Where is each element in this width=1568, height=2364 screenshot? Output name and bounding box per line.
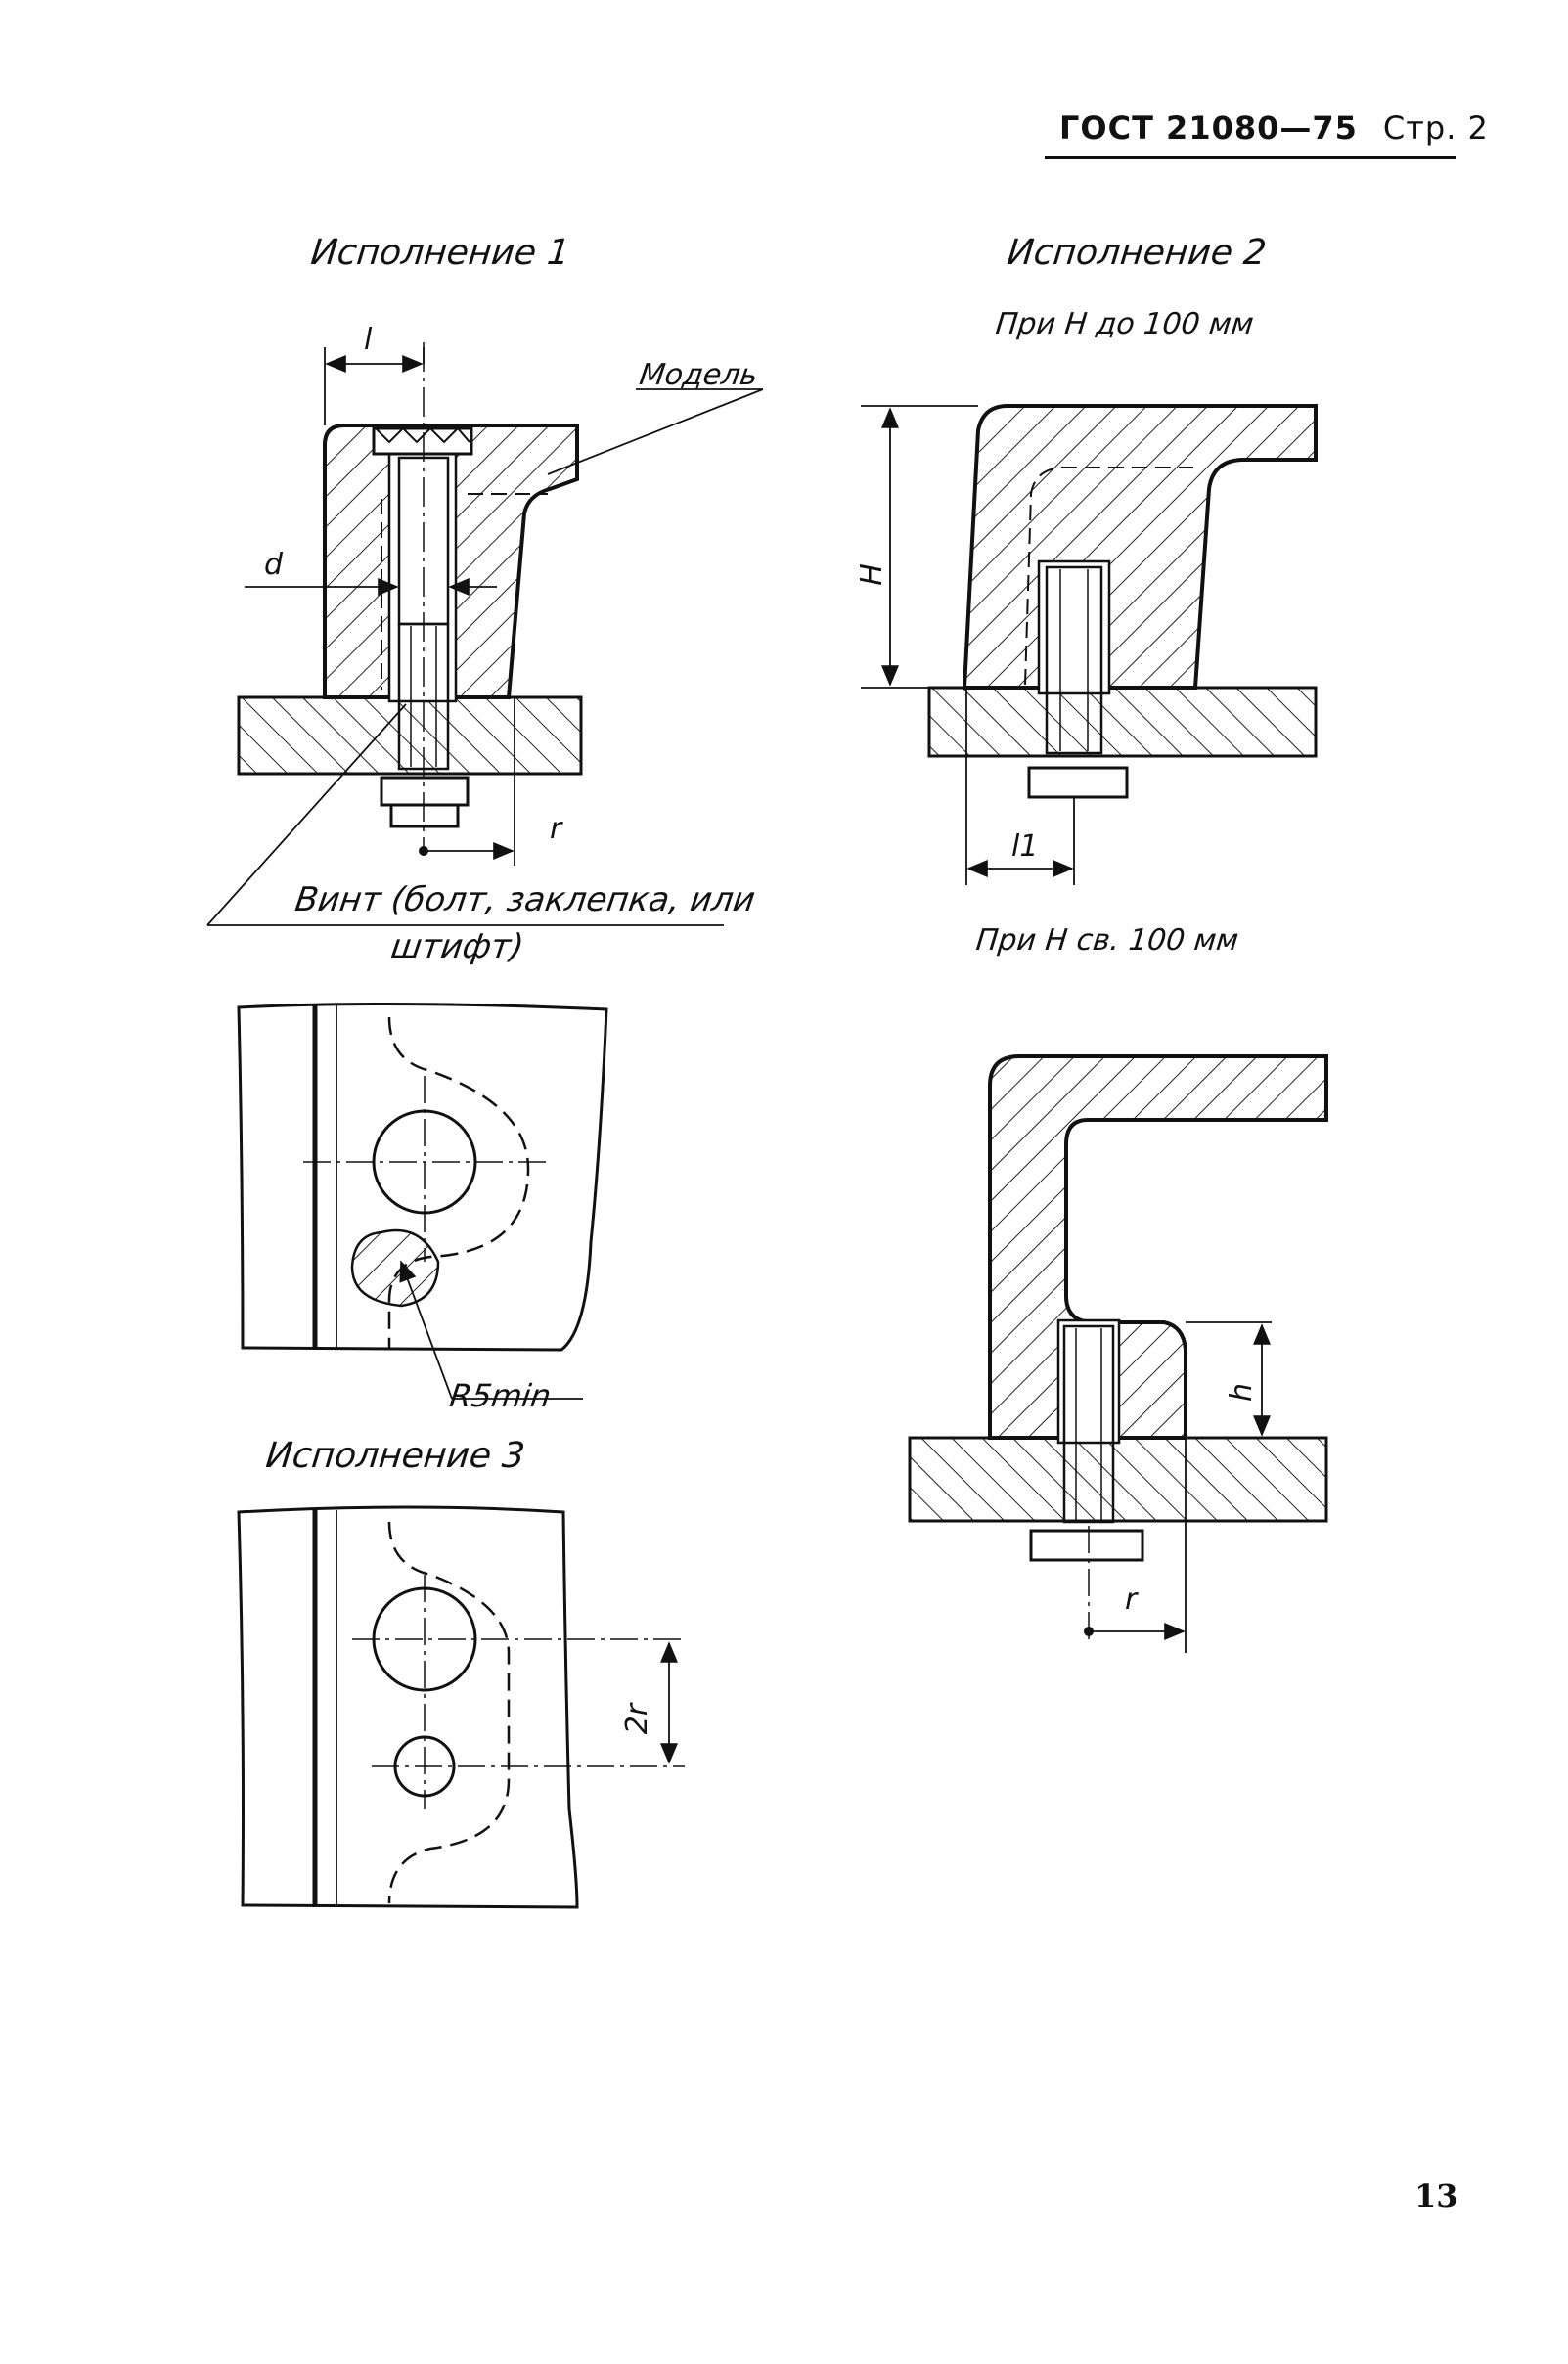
variant-3-plan (237, 1505, 685, 1909)
header-rule (1045, 156, 1456, 159)
variant-1-plan (237, 1002, 608, 1400)
base-plate-v1 (237, 695, 583, 776)
base-plate-v2a (927, 686, 1318, 758)
nut-v2b (1029, 1529, 1144, 1562)
screw-v2b (1062, 1324, 1115, 1524)
model-body-v2b (988, 1054, 1328, 1440)
dim-r-label-v1: r (550, 812, 562, 846)
variant-2-small-section (861, 404, 1318, 885)
screw-v2a (1045, 565, 1103, 755)
model-body-v2a (962, 404, 1318, 690)
dim-l1-label: l1 (1011, 829, 1039, 864)
standard-number: ГОСТ 21080—75 (1059, 110, 1358, 147)
page-number: 13 (1414, 2177, 1458, 2214)
screw-head-v1 (372, 426, 473, 456)
dim-l-label: l (364, 323, 373, 357)
plan-outline-v1 (237, 1002, 608, 1352)
dim-d-label: d (264, 548, 284, 582)
nut-v2a (1027, 766, 1129, 799)
nut-v1 (380, 776, 470, 807)
page-reference: Стр. 2 (1382, 110, 1489, 147)
variant-2-large-section (908, 1054, 1328, 1653)
plan-outline-v3 (237, 1505, 579, 1909)
base-plate-v2b (908, 1436, 1328, 1523)
page-header: ГОСТ 21080—75 Стр. 2 (1059, 110, 1489, 147)
variant-1-section (206, 342, 764, 926)
dim-r-label-v2: r (1125, 1583, 1138, 1617)
pin-section-v1 (350, 1228, 440, 1308)
